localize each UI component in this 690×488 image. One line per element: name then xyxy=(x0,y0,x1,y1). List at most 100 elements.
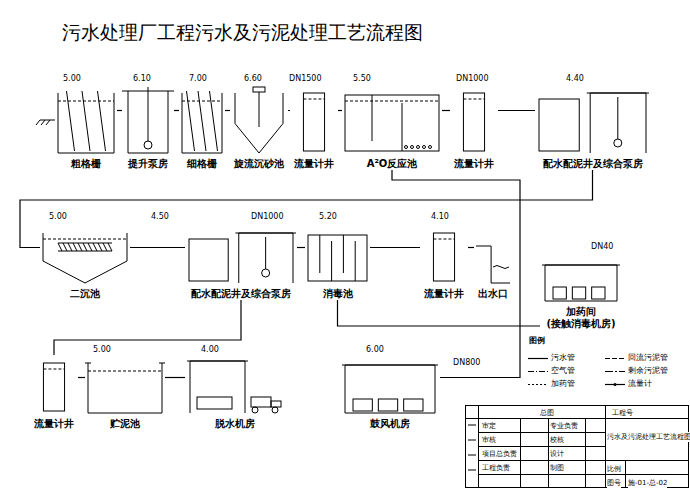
title-block-cell: 总图 xyxy=(540,408,554,418)
structure-outline xyxy=(476,246,510,283)
legend-item: 污水管 xyxy=(528,352,610,363)
structure-outline xyxy=(83,243,87,251)
unit-name: 提升泵房 xyxy=(127,158,169,170)
structure-outline xyxy=(103,243,107,251)
equipment-symbol xyxy=(251,397,271,407)
legend-line xyxy=(605,371,625,372)
unit-name: 流量计井 xyxy=(293,158,335,170)
unit-illustration xyxy=(535,85,650,155)
unit-illustration xyxy=(290,85,338,155)
equipment-symbol xyxy=(189,239,228,281)
legend-text: 加药管 xyxy=(551,378,575,389)
unit-name: 出水口 xyxy=(477,288,509,300)
unit-caption: 出水口 xyxy=(474,288,512,300)
pipe-line xyxy=(297,247,305,248)
structure-outline xyxy=(402,103,403,151)
unit-caption: 鼓风机房 xyxy=(340,418,440,430)
structure-outline xyxy=(303,99,324,100)
legend-sample xyxy=(605,370,625,373)
unit-caption: A²O反应池 xyxy=(342,158,442,170)
unit-illustration xyxy=(40,225,130,285)
structure-outline xyxy=(148,87,149,141)
pipe-line xyxy=(442,110,450,111)
equipment-symbol xyxy=(197,397,232,409)
pipe-line xyxy=(338,110,342,111)
legend-line xyxy=(528,371,548,372)
unit-name: 粗格栅 xyxy=(70,158,102,170)
unit-caption: 粗格栅 xyxy=(55,158,117,170)
structure-outline xyxy=(43,233,127,283)
title-block-cell: 校核 xyxy=(550,435,564,445)
elevation-label: 5.20 xyxy=(318,212,338,222)
unit-illustration xyxy=(305,225,370,285)
grid-line xyxy=(479,406,626,488)
pipe-line xyxy=(130,247,185,248)
process-unit: 粗格栅 xyxy=(55,85,117,170)
title-block-cell: 污水及污泥处理工艺流程图 xyxy=(607,432,690,442)
equipment-symbol xyxy=(303,93,324,151)
process-unit: 配水配泥井及综合泵房 xyxy=(535,85,650,170)
unit-illustration xyxy=(185,225,297,285)
title-block-cell: 审定 xyxy=(482,421,496,431)
legend-sample xyxy=(528,383,548,386)
pipe-line xyxy=(338,300,541,326)
pipe-line xyxy=(165,377,185,378)
equipment-symbol xyxy=(308,235,367,281)
structure-outline xyxy=(355,241,356,281)
elevation-label: DN1500 xyxy=(288,74,323,84)
structure-outline xyxy=(345,365,435,413)
structure-outline xyxy=(187,91,195,151)
unit-illustration xyxy=(185,355,285,415)
structure-outline xyxy=(342,365,438,366)
equipment-symbol xyxy=(411,146,414,149)
structure-outline xyxy=(93,243,97,251)
pipe-line xyxy=(54,300,241,355)
unit-caption: 加药间(接触消毒机房) xyxy=(540,306,622,330)
structure-outline xyxy=(88,363,162,413)
ground-hatch xyxy=(36,120,55,125)
unit-caption: 配水配泥井及综合泵房 xyxy=(185,288,297,300)
legend-text: 流量计 xyxy=(628,378,652,389)
equipment-symbol xyxy=(262,269,270,277)
structure-outline xyxy=(73,243,77,251)
unit-name: 二沉池 xyxy=(69,288,101,300)
legend-line xyxy=(528,384,548,385)
legend-meter xyxy=(614,383,617,386)
unit-illustration xyxy=(450,85,498,155)
process-unit: A²O反应池 xyxy=(342,85,442,170)
equipment-symbol xyxy=(43,363,64,411)
equipment-symbol xyxy=(253,87,265,92)
title-block-cell: 工程号 xyxy=(612,408,633,418)
process-unit: 消毒池 xyxy=(305,225,370,300)
structure-outline xyxy=(58,243,62,251)
unit-caption: 配水配泥井及综合泵房 xyxy=(535,158,650,170)
structure-outline xyxy=(587,93,649,94)
equipment-symbol xyxy=(252,407,258,413)
legend-text: 空气管 xyxy=(551,365,575,376)
process-unit: 鼓风机房 xyxy=(340,355,440,430)
elevation-label: 5.50 xyxy=(352,74,372,84)
legend-item: 剩余污泥管 xyxy=(605,365,687,376)
elevation-label: 6.60 xyxy=(243,74,263,84)
process-unit: 流量计井 xyxy=(30,355,78,430)
unit-caption: 流量计井 xyxy=(420,288,468,300)
logo-strip xyxy=(468,425,476,470)
unit-caption: 脱水机房 xyxy=(185,418,285,430)
title-block-cell: 工程负责 xyxy=(482,463,510,473)
legend-sample xyxy=(605,357,625,360)
unit-name: 流量计井 xyxy=(453,158,495,170)
legend-item: 回流污泥管 xyxy=(605,352,687,363)
title-block-cell: 施-01-总-02 xyxy=(628,478,667,488)
structure-outline xyxy=(239,233,293,283)
elevation-label: 4.40 xyxy=(565,74,585,84)
structure-outline xyxy=(259,92,260,127)
process-unit: 细格栅 xyxy=(179,85,225,170)
equipment-symbol xyxy=(404,399,423,411)
process-unit: 出水口 xyxy=(474,225,512,300)
unit-caption: 流量计井 xyxy=(30,418,78,430)
elevation-label: DN800 xyxy=(452,358,481,368)
unit-name: 消毒池 xyxy=(322,288,354,300)
title-block-cell: 审核 xyxy=(482,435,496,445)
unit-subname: (接触消毒机房) xyxy=(545,318,616,330)
structure-outline xyxy=(82,91,90,151)
